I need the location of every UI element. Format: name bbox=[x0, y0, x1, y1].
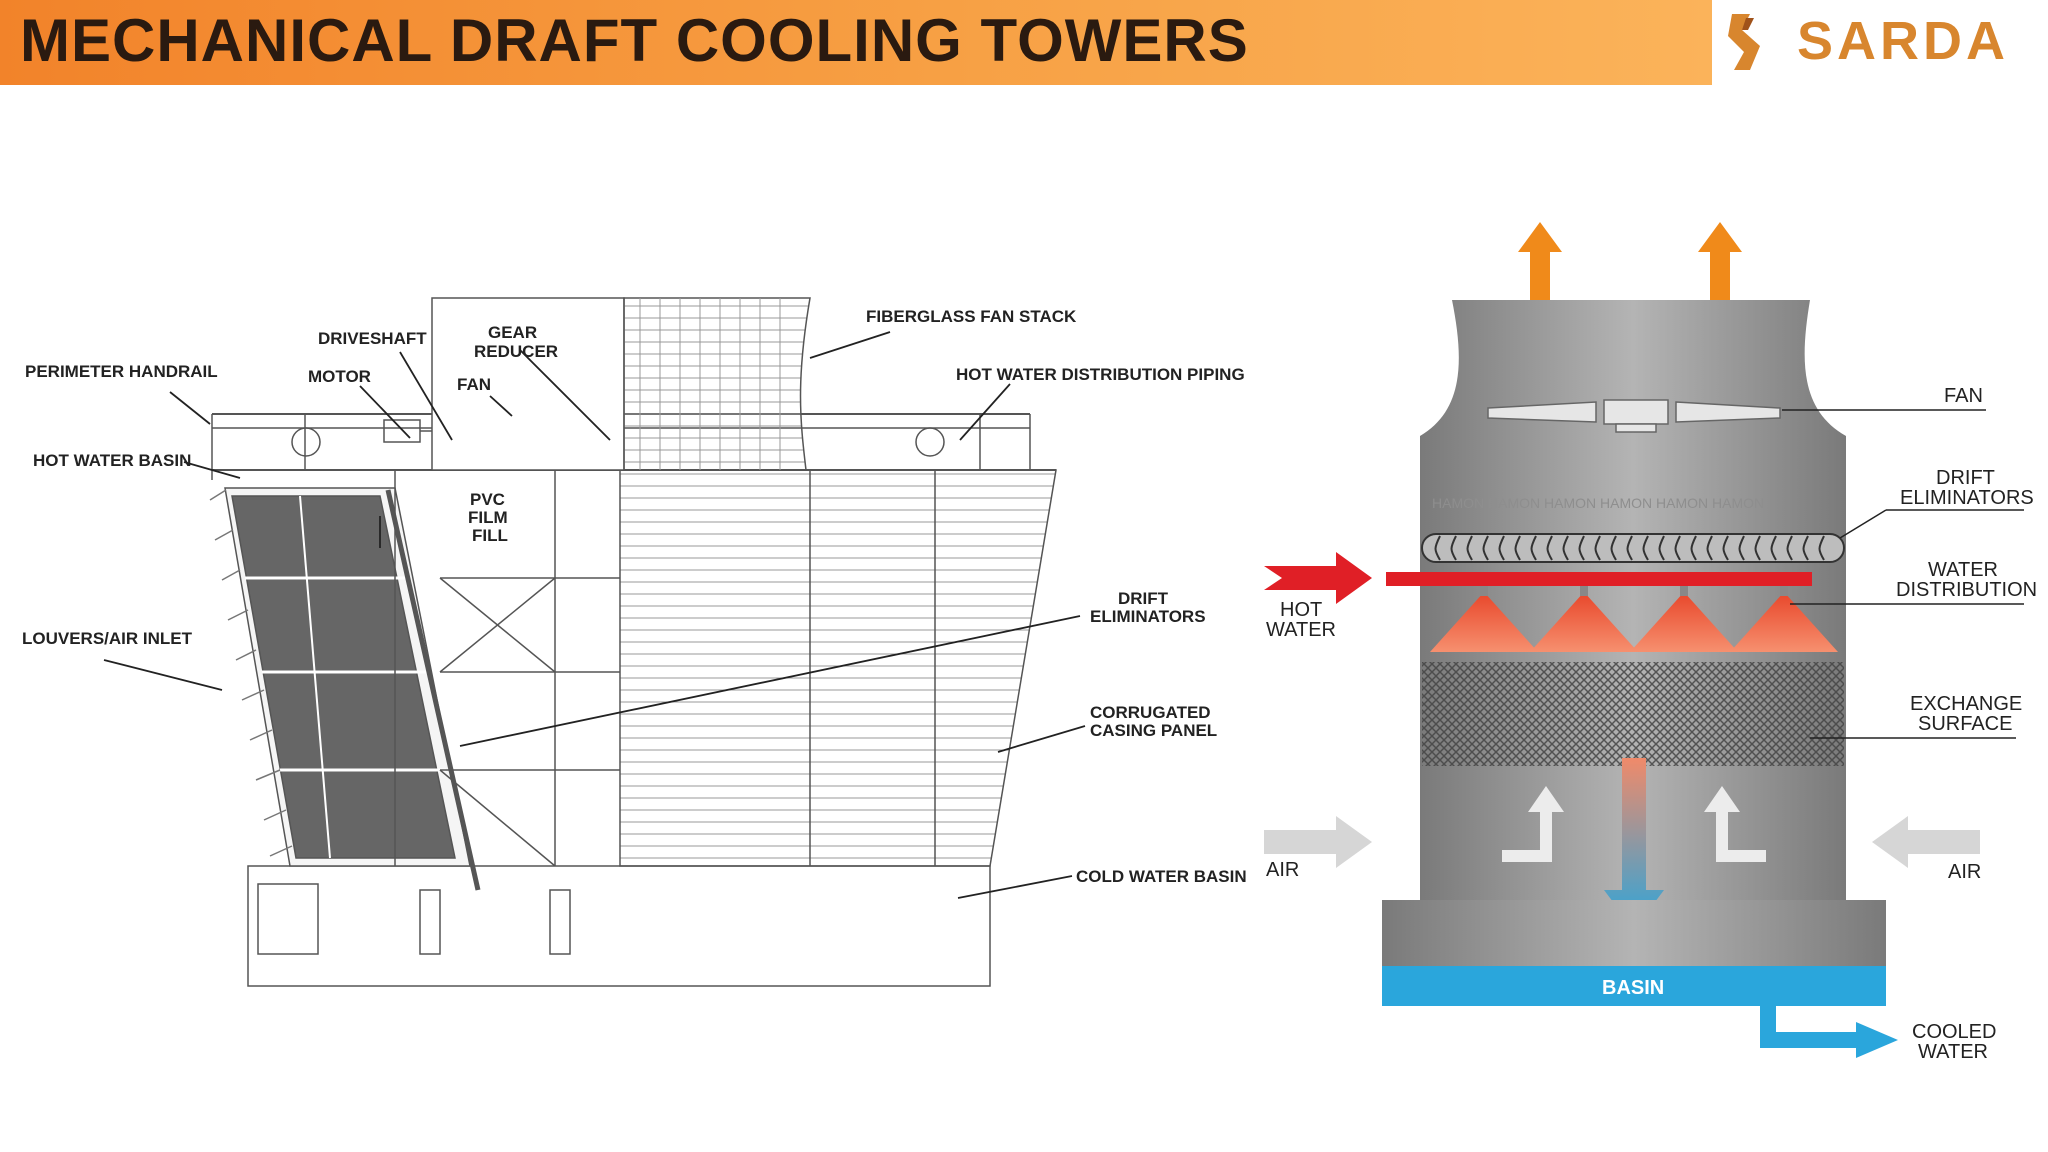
right-labels: FAN DRIFT ELIMINATORS WATER DISTRIBUTION… bbox=[1266, 385, 2037, 1063]
label-fiberglass-fan-stack: FIBERGLASS FAN STACK bbox=[866, 307, 1077, 326]
cooled-water-arrow bbox=[1856, 1022, 1898, 1058]
right-tower-drawing: HAMON HAMON HAMON HAMON HAMON HAMON bbox=[1264, 222, 1980, 1058]
basin bbox=[1382, 966, 1886, 1006]
eliminator-branding: HAMON HAMON HAMON HAMON HAMON HAMON bbox=[1432, 495, 1764, 511]
air-in-arrow-right bbox=[1872, 816, 1980, 868]
label-corrugated-2: CASING PANEL bbox=[1090, 721, 1217, 740]
air-in-arrow-left bbox=[1264, 816, 1372, 868]
label-gear-reducer-2: REDUCER bbox=[474, 342, 558, 361]
right-leader-lines bbox=[1782, 409, 2024, 739]
internal-air-arrows bbox=[1502, 786, 1766, 862]
label-hot-water-1: HOT bbox=[1280, 599, 1322, 621]
cooling-down-arrow bbox=[1604, 758, 1664, 930]
label-hot-water-basin: HOT WATER BASIN bbox=[33, 451, 191, 470]
label-corrugated-1: CORRUGATED bbox=[1090, 703, 1211, 722]
label-water-dist-1: WATER bbox=[1928, 559, 1998, 581]
label-motor: MOTOR bbox=[308, 367, 371, 386]
exhaust-arrows bbox=[1518, 222, 1742, 334]
label-gear-reducer-1: GEAR bbox=[488, 323, 537, 342]
label-air-left: AIR bbox=[1266, 859, 1299, 881]
label-cold-water-basin: COLD WATER BASIN bbox=[1076, 867, 1247, 886]
label-drift-eliminators-2: ELIMINATORS bbox=[1090, 607, 1206, 626]
label-fan: FAN bbox=[457, 375, 491, 394]
label-exchange-1: EXCHANGE bbox=[1910, 693, 2022, 715]
hot-water-arrow bbox=[1264, 552, 1372, 604]
label-hot-water-2: WATER bbox=[1266, 619, 1336, 641]
label-drift-eliminators-1: DRIFT bbox=[1118, 589, 1169, 608]
label-pvc-2: FILM bbox=[468, 508, 508, 527]
left-leader-lines bbox=[103, 331, 1086, 899]
label-pvc-3: FILL bbox=[472, 526, 508, 545]
sarda-logo-icon bbox=[1728, 14, 1760, 70]
label-perimeter-handrail: PERIMETER HANDRAIL bbox=[25, 362, 218, 381]
label-hot-water-distribution-piping: HOT WATER DISTRIBUTION PIPING bbox=[956, 365, 1245, 384]
left-tower-drawing bbox=[209, 297, 1057, 987]
header-bar bbox=[0, 0, 1712, 85]
spray-nozzles bbox=[1430, 592, 1838, 652]
left-labels: PERIMETER HANDRAIL MOTOR DRIVESHAFT GEAR… bbox=[22, 307, 1247, 886]
logo-text: SARDA bbox=[1797, 11, 2010, 71]
label-exchange-2: SURFACE bbox=[1918, 713, 2012, 735]
label-air-right: AIR bbox=[1948, 861, 1981, 883]
label-fan-right: FAN bbox=[1944, 385, 1983, 407]
distribution-pipe bbox=[1386, 572, 1812, 586]
basin-label: BASIN bbox=[1602, 977, 1664, 999]
label-water-dist-2: DISTRIBUTION bbox=[1896, 579, 2037, 601]
label-drift-1: DRIFT bbox=[1936, 467, 1995, 489]
label-cooled-1: COOLED bbox=[1912, 1021, 1996, 1043]
label-driveshaft: DRIVESHAFT bbox=[318, 329, 427, 348]
label-drift-2: ELIMINATORS bbox=[1900, 487, 2034, 509]
label-louvers-air-inlet: LOUVERS/AIR INLET bbox=[22, 629, 193, 648]
label-pvc-1: PVC bbox=[470, 490, 505, 509]
page-title: MECHANICAL DRAFT COOLING TOWERS bbox=[20, 7, 1249, 74]
label-cooled-2: WATER bbox=[1918, 1041, 1988, 1063]
fan-blades bbox=[1487, 399, 1781, 433]
